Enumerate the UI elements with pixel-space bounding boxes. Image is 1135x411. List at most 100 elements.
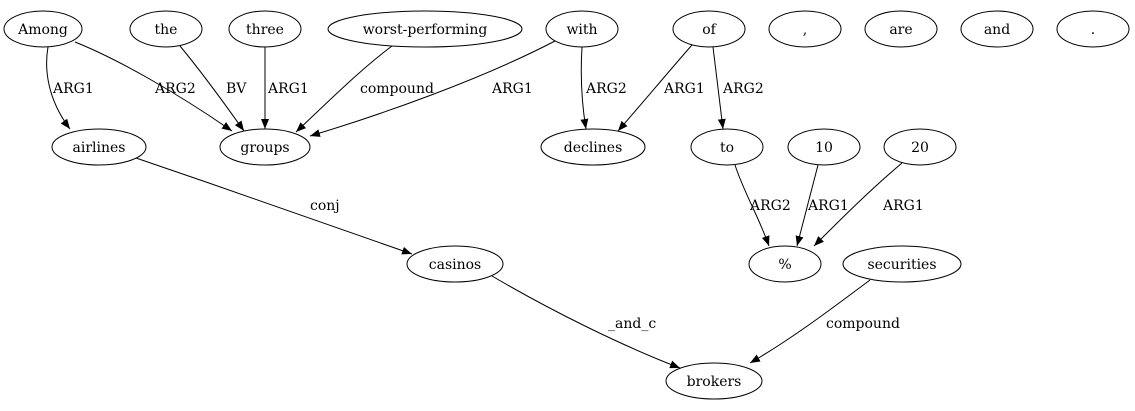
node-label: casinos bbox=[429, 257, 481, 273]
edge-arrow bbox=[491, 275, 681, 369]
node-label: airlines bbox=[73, 140, 126, 156]
node-ellipse bbox=[51, 128, 147, 166]
node-ellipse bbox=[1056, 10, 1130, 48]
node-label: groups bbox=[240, 140, 289, 156]
node-among: Among bbox=[3, 10, 83, 48]
edge-label: ARG1 bbox=[491, 81, 533, 97]
node-airlines: airlines bbox=[51, 128, 147, 166]
edge-arrow bbox=[295, 45, 393, 133]
edge-arrow bbox=[580, 46, 589, 130]
edge-label: _and_c bbox=[608, 316, 656, 332]
node-to: to bbox=[690, 128, 764, 166]
edge-label: ARG2 bbox=[154, 81, 196, 97]
node-ellipse bbox=[545, 10, 619, 48]
node-n10: 10 bbox=[787, 128, 861, 166]
node-label: 20 bbox=[911, 140, 929, 156]
node-label: 10 bbox=[815, 140, 833, 156]
node-ellipse bbox=[540, 128, 646, 166]
node-of: of bbox=[672, 10, 746, 48]
edge-arrow bbox=[179, 45, 245, 132]
edge-label: ARG1 bbox=[882, 198, 924, 214]
node-casinos: casinos bbox=[406, 245, 504, 283]
node-the: the bbox=[129, 10, 203, 48]
edge-n20-percent: ARG1 bbox=[813, 162, 924, 247]
node-label: with bbox=[566, 22, 597, 38]
node-with: with bbox=[545, 10, 619, 48]
node-label: declines bbox=[564, 140, 623, 156]
edge-arrow bbox=[309, 40, 556, 137]
node-label: Among bbox=[17, 22, 68, 38]
node-declines: declines bbox=[540, 128, 646, 166]
node-brokers: brokers bbox=[665, 362, 763, 400]
edge-among-groups: ARG2 bbox=[74, 41, 233, 132]
node-three: three bbox=[228, 10, 302, 48]
edge-arrow bbox=[749, 279, 871, 364]
edge-label: ARG2 bbox=[749, 198, 791, 214]
edge-label: ARG2 bbox=[585, 81, 627, 97]
edge-securities-brokers: compound bbox=[749, 279, 900, 364]
edge-arrow bbox=[74, 41, 233, 132]
node-label: of bbox=[702, 22, 717, 38]
edge-arrow bbox=[795, 164, 819, 247]
edge-casinos-brokers: _and_c bbox=[491, 275, 681, 369]
edge-arrow bbox=[734, 164, 770, 247]
node-securities: securities bbox=[842, 245, 962, 283]
node-ellipse bbox=[406, 245, 504, 283]
edge-worst-groups: compound bbox=[295, 45, 434, 133]
edge-arrow bbox=[813, 162, 903, 247]
node-label: brokers bbox=[687, 374, 742, 390]
edge-with-declines: ARG2 bbox=[580, 46, 627, 130]
edge-airlines-casinos: conj bbox=[135, 157, 413, 255]
edge-n10-percent: ARG1 bbox=[795, 164, 849, 247]
edge-of-to: ARG2 bbox=[712, 46, 764, 130]
node-ellipse bbox=[327, 10, 523, 48]
node-label: and bbox=[984, 22, 1010, 38]
node-ellipse bbox=[672, 10, 746, 48]
edge-among-airlines: ARG1 bbox=[46, 46, 94, 130]
node-ellipse bbox=[842, 245, 962, 283]
node-ellipse bbox=[228, 10, 302, 48]
node-worst: worst-performing bbox=[327, 10, 523, 48]
edge-label: compound bbox=[360, 81, 434, 97]
edge-three-groups: ARG1 bbox=[261, 47, 309, 129]
node-percent: % bbox=[748, 245, 822, 283]
node-label: three bbox=[246, 22, 284, 38]
node-ellipse bbox=[129, 10, 203, 48]
node-ellipse bbox=[3, 10, 83, 48]
edge-the-groups: BV bbox=[179, 45, 247, 132]
node-ellipse bbox=[960, 10, 1034, 48]
edge-label: ARG1 bbox=[267, 81, 309, 97]
node-label: worst-performing bbox=[363, 22, 488, 38]
edge-label: compound bbox=[826, 316, 900, 332]
edge-label: ARG1 bbox=[663, 81, 705, 97]
edge-label: BV bbox=[226, 81, 247, 97]
node-label: , bbox=[803, 22, 807, 38]
edge-of-declines: ARG1 bbox=[617, 44, 705, 132]
node-label: . bbox=[1091, 22, 1095, 38]
node-label: % bbox=[778, 257, 791, 273]
node-and: and bbox=[960, 10, 1034, 48]
edge-arrow bbox=[617, 44, 693, 132]
nodes-layer: Among the three worst-performing with of, are a… bbox=[3, 10, 1130, 400]
node-n20: 20 bbox=[883, 128, 957, 166]
node-ellipse bbox=[883, 128, 957, 166]
edge-label: conj bbox=[310, 198, 340, 214]
node-ellipse bbox=[690, 128, 764, 166]
edge-label: ARG1 bbox=[52, 81, 94, 97]
node-are: are bbox=[864, 10, 938, 48]
node-ellipse bbox=[768, 10, 842, 48]
edge-with-groups: ARG1 bbox=[309, 40, 556, 137]
node-period: . bbox=[1056, 10, 1130, 48]
node-ellipse bbox=[864, 10, 938, 48]
node-ellipse bbox=[748, 245, 822, 283]
edge-to-percent: ARG2 bbox=[734, 164, 791, 247]
node-label: to bbox=[720, 140, 734, 156]
edge-label: ARG1 bbox=[807, 198, 849, 214]
node-label: securities bbox=[867, 257, 936, 273]
node-label: are bbox=[889, 22, 912, 38]
node-comma: , bbox=[768, 10, 842, 48]
edge-arrow bbox=[46, 46, 71, 130]
node-ellipse bbox=[219, 128, 311, 166]
